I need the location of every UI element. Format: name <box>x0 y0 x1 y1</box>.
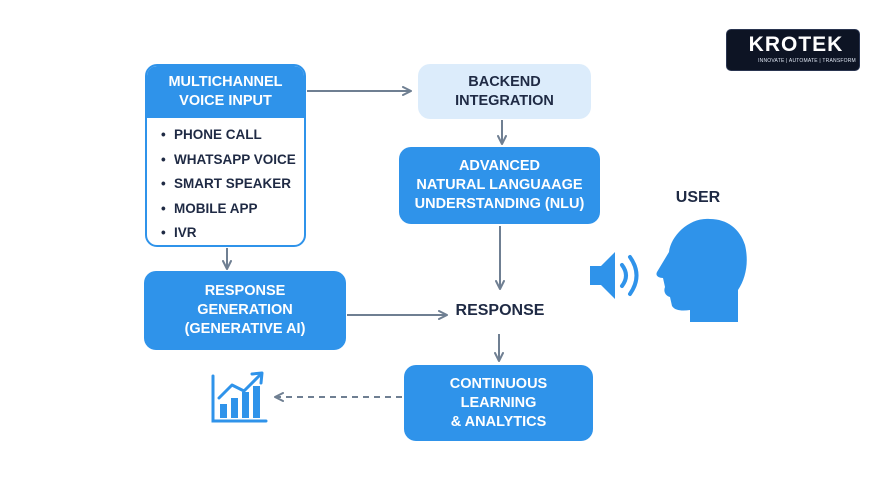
multichannel-header: MULTICHANNEL VOICE INPUT <box>147 66 304 118</box>
continuous-learning-box: CONTINUOUS LEARNING & ANALYTICS <box>404 365 593 441</box>
list-item: • SMART SPEAKER <box>161 172 304 197</box>
backend-line1: BACKEND <box>468 73 541 90</box>
channel-label: IVR <box>174 225 197 240</box>
list-item: • PHONE CALL <box>161 123 304 148</box>
generation-line3: (GENERATIVE AI) <box>184 321 306 337</box>
multichannel-title-line1: MULTICHANNEL <box>168 74 283 90</box>
generation-line2: GENERATION <box>197 302 293 318</box>
backend-line2: INTEGRATION <box>455 92 554 109</box>
bullet: • <box>161 200 166 216</box>
logo-tagline: INNOVATE | AUTOMATE | TRANSFORM <box>758 58 856 64</box>
bullet: • <box>161 151 166 167</box>
logo-wordmark: KROTEK <box>748 33 844 56</box>
multichannel-title-line2: VOICE INPUT <box>179 93 272 109</box>
learning-line1: CONTINUOUS <box>449 375 548 392</box>
channel-label: SMART SPEAKER <box>174 176 292 191</box>
learning-line2: LEARNING <box>460 394 537 411</box>
user-label: USER <box>675 189 721 206</box>
list-item: • WHATSAPP VOICE <box>161 148 304 173</box>
list-item: • MOBILE APP <box>161 197 304 222</box>
nlu-line3: UNDERSTANDING (NLU) <box>414 196 585 212</box>
speaker-icon <box>590 252 639 299</box>
bullet: • <box>161 176 166 191</box>
channel-label: WHATSAPP VOICE <box>174 151 296 167</box>
backend-integration-box: BACKEND INTEGRATION <box>418 64 591 119</box>
krotek-logo: KROTEK INNOVATE | AUTOMATE | TRANSFORM <box>726 29 860 71</box>
response-label: RESPONSE <box>455 302 545 319</box>
user-head-icon <box>656 218 747 322</box>
response-generation-box: RESPONSE GENERATION (GENERATIVE AI) <box>144 271 346 350</box>
channel-label: PHONE CALL <box>174 127 262 142</box>
nlu-box: ADVANCED NATURAL LANGUAAGE UNDERSTANDING… <box>399 147 600 224</box>
list-item: • IVR <box>161 221 304 245</box>
multichannel-voice-input-card: MULTICHANNEL VOICE INPUT • PHONE CALL • WH… <box>145 64 306 247</box>
bullet: • <box>161 225 166 240</box>
generation-line1: RESPONSE <box>204 283 286 299</box>
learning-line3: & ANALYTICS <box>450 413 547 430</box>
bullet: • <box>161 127 166 142</box>
channel-list: • PHONE CALL • WHATSAPP VOICE • SMART SPEAK… <box>147 118 304 245</box>
nlu-line1: ADVANCED <box>458 158 541 174</box>
nlu-line2: NATURAL LANGUAAGE <box>416 177 583 193</box>
analytics-chart-icon <box>211 371 268 423</box>
channel-label: MOBILE APP <box>174 200 258 216</box>
